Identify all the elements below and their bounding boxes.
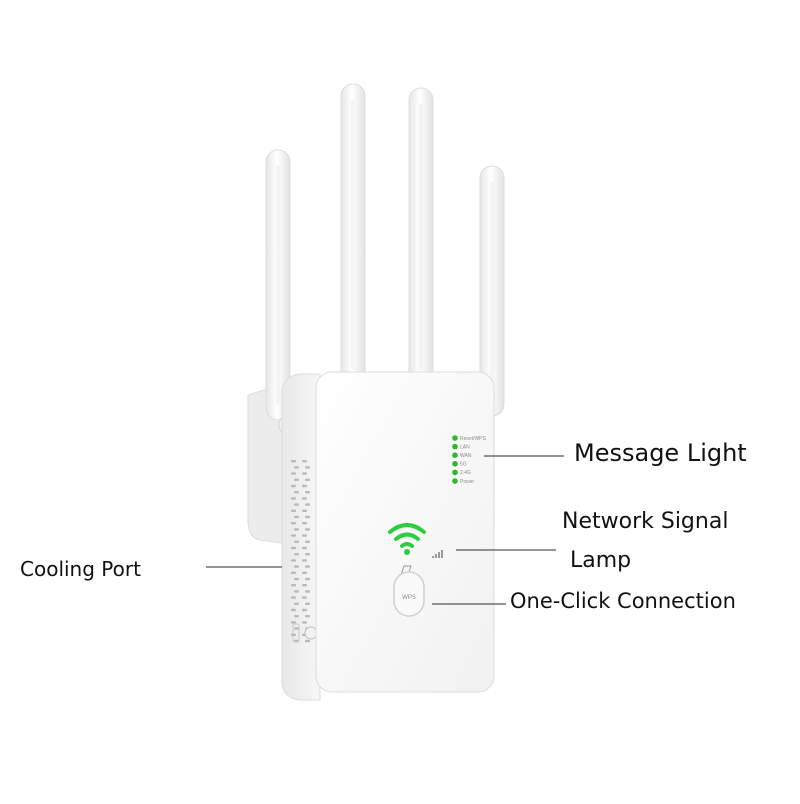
led-label: Reset/WPS — [460, 436, 487, 442]
wifi-icon — [388, 523, 426, 555]
led-indicator — [452, 469, 458, 476]
vent-slot — [305, 528, 310, 531]
antenna-right — [479, 165, 505, 417]
vent-slot — [291, 509, 296, 512]
antenna-center-left — [340, 83, 366, 385]
led-indicator — [452, 452, 458, 459]
vent-slot — [291, 559, 296, 562]
wps-button[interactable]: WPS — [393, 571, 425, 617]
vent-slot — [305, 515, 310, 519]
antenna-left — [265, 149, 302, 437]
vent-slot — [294, 528, 299, 531]
vent-slot — [294, 602, 299, 605]
vent-slot — [291, 484, 296, 488]
led-label: 2.4G — [460, 470, 471, 476]
led-label: WAN — [460, 453, 472, 459]
vent-slot — [294, 503, 299, 506]
vent-slot — [302, 534, 307, 537]
vent-slot — [305, 639, 310, 643]
vent-slot — [305, 615, 310, 618]
vent-slot — [305, 602, 310, 605]
led-indicator — [452, 478, 458, 484]
vent-slot — [294, 515, 299, 519]
vent-slot — [302, 509, 307, 512]
vent-slot — [305, 577, 310, 581]
led-label: Power — [460, 479, 475, 485]
vent-slot — [294, 565, 299, 568]
side-panel — [281, 373, 321, 701]
vent-slot — [302, 608, 307, 612]
vent-slot — [305, 540, 310, 543]
vent-slot — [294, 590, 299, 593]
vent-slot — [302, 522, 307, 525]
message-light-leds: Reset/WPS LAN WAN 5G 2.4G Power — [452, 435, 487, 485]
vent-slot — [302, 584, 307, 587]
vent-slot — [302, 472, 307, 475]
led-indicator — [452, 443, 458, 450]
led-indicator — [452, 435, 458, 441]
vent-slot — [291, 584, 296, 587]
callout-message-light: Message Light — [574, 439, 747, 467]
vent-slot — [305, 478, 310, 481]
led-label: LAN — [460, 444, 470, 450]
wps-button-label: WPS — [402, 595, 416, 601]
vent-slot — [291, 522, 296, 525]
antenna-center-right — [408, 87, 434, 385]
vent-slot — [305, 553, 310, 556]
vent-slot — [302, 571, 307, 574]
vent-slot — [291, 621, 296, 624]
side-port-marker — [292, 623, 300, 643]
vent-slot — [302, 460, 307, 463]
vent-slot — [291, 546, 296, 550]
vent-slot — [305, 466, 310, 469]
side-port-icon — [304, 626, 318, 640]
vent-slot — [294, 615, 299, 618]
vent-slot — [291, 472, 296, 475]
vent-slot — [302, 484, 307, 488]
vent-slot — [302, 546, 307, 550]
vent-slot — [302, 596, 307, 599]
vent-slot — [305, 590, 310, 593]
vent-slot — [294, 627, 299, 630]
vent-slot — [302, 497, 307, 500]
vent-slot — [302, 559, 307, 562]
front-housing — [315, 371, 495, 693]
vent-slot — [291, 534, 296, 537]
led-label: 5G — [460, 462, 467, 468]
vent-slot — [294, 553, 299, 556]
callout-network-signal-line1: Network Signal — [562, 509, 729, 534]
vent-slot — [291, 571, 296, 574]
network-signal-lamp-icon — [432, 550, 443, 558]
vent-slot — [294, 478, 299, 481]
vent-slot — [305, 565, 310, 568]
callout-network-signal-line2: Lamp — [570, 548, 632, 573]
vent-slot — [291, 608, 296, 612]
callout-cooling-port: Cooling Port — [20, 557, 141, 581]
vent-slot — [291, 596, 296, 599]
vent-slot — [305, 491, 310, 494]
vent-slot — [291, 460, 296, 463]
vent-slot — [294, 540, 299, 543]
callout-one-click-connection: One-Click Connection — [510, 589, 736, 613]
led-indicator — [452, 461, 458, 467]
vent-slot — [294, 577, 299, 581]
vent-slot — [305, 503, 310, 506]
vent-slot — [294, 466, 299, 469]
vent-slot — [291, 497, 296, 500]
vent-slot — [294, 491, 299, 494]
vent-slot — [302, 621, 307, 624]
